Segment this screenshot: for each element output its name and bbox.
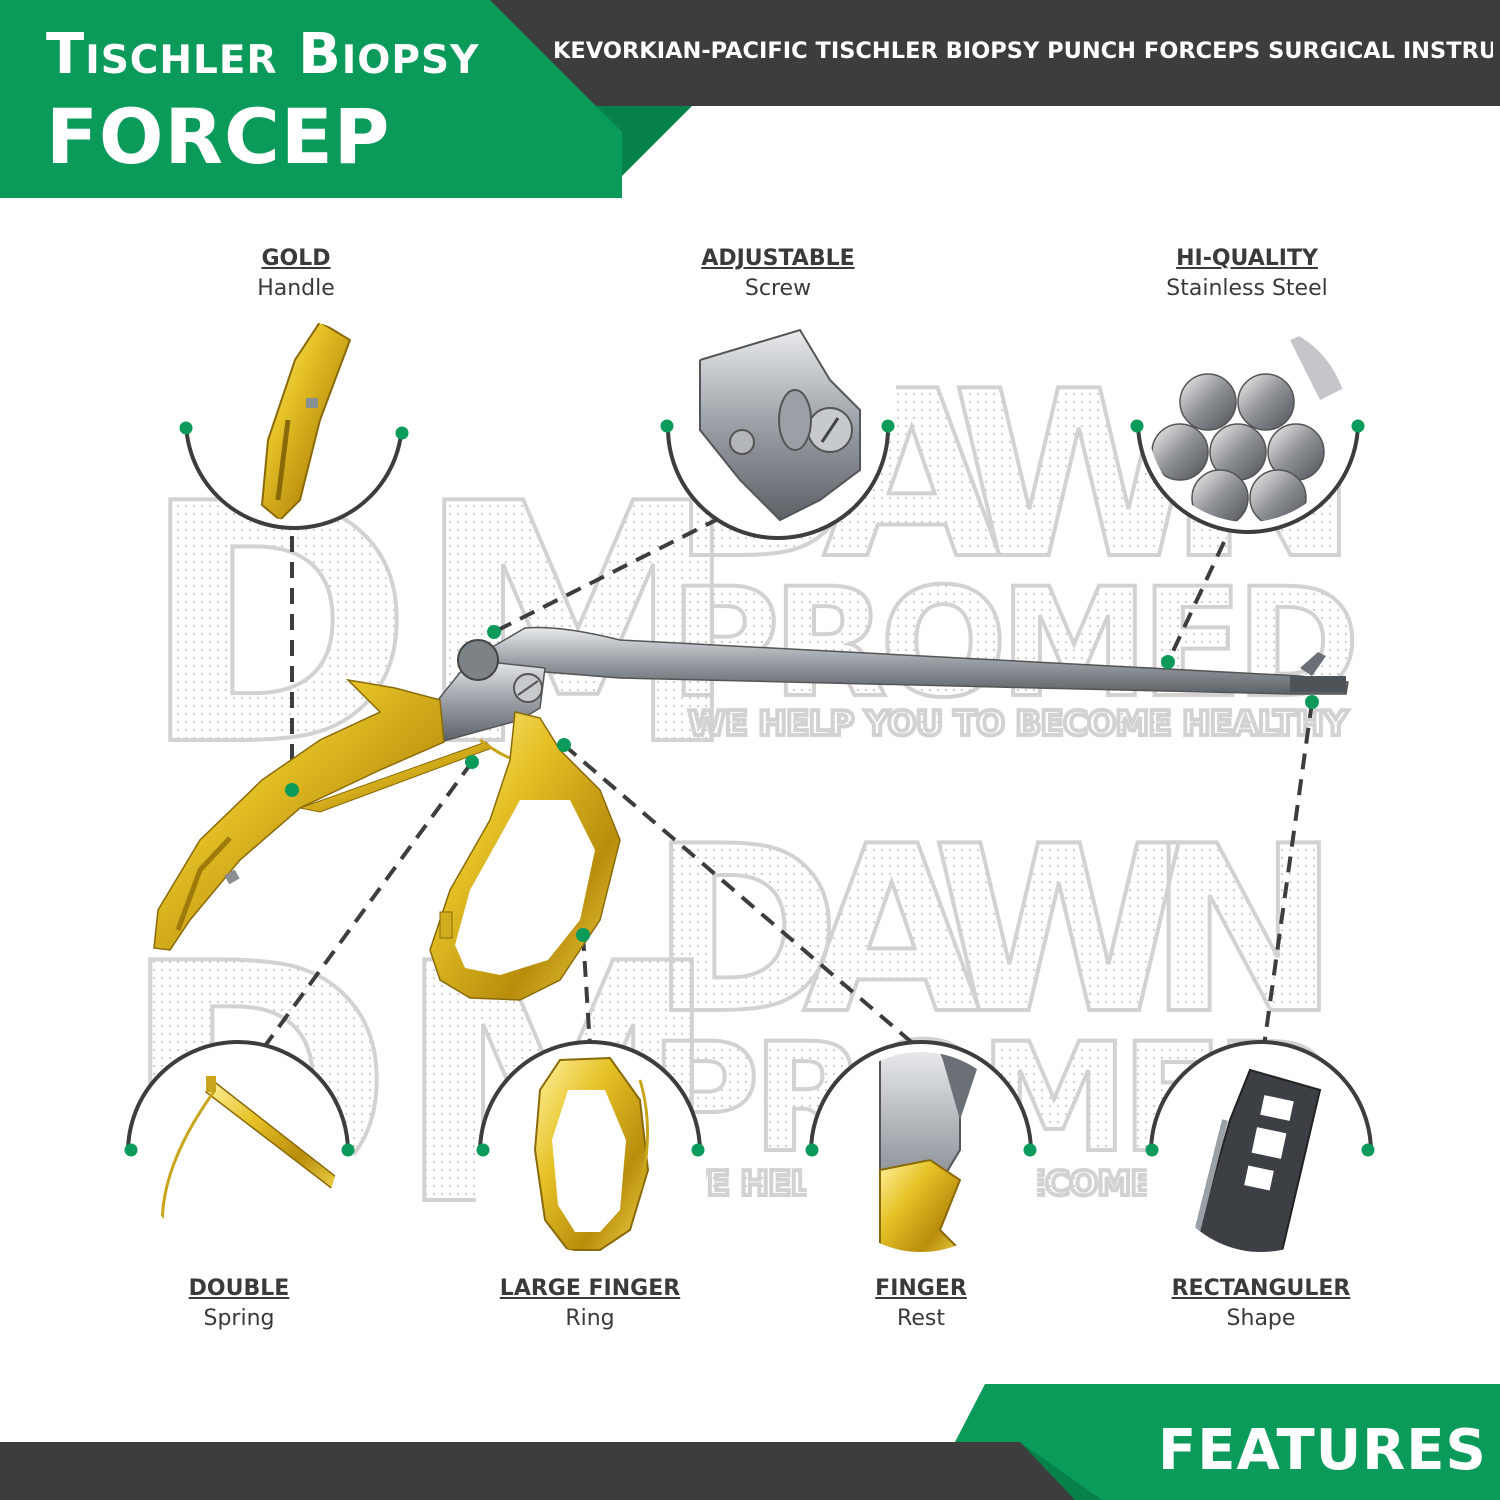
feature-label-double-spring: DOUBLE Spring <box>89 1274 389 1334</box>
adjustable-screw-closeup <box>699 328 861 522</box>
features-label: FEATURES <box>1158 1418 1487 1483</box>
gold-handle-closeup <box>260 320 352 520</box>
finger-ring-closeup <box>533 1056 650 1251</box>
feature-detail: Rest <box>897 1306 945 1331</box>
feature-title: LARGE FINGER <box>499 1276 681 1301</box>
header-bar <box>0 0 1500 198</box>
feature-detail: Ring <box>565 1306 615 1331</box>
footer-bar <box>0 1384 1500 1500</box>
feature-detail: Screw <box>744 276 812 301</box>
feature-title: GOLD <box>261 246 331 271</box>
feature-detail: Shape <box>1226 1306 1296 1331</box>
rectangular-jaw-closeup <box>1188 1068 1322 1252</box>
page-subtitle: KEVORKIAN-PACIFIC TISCHLER BIOPSY PUNCH … <box>553 38 1493 64</box>
steel-rods-closeup <box>1148 322 1348 522</box>
watermark-tagline-top: WE HELP YOU TO BECOME HEALTHY <box>688 704 1348 744</box>
forceps-illustration <box>153 626 1349 1001</box>
feature-title: DOUBLE <box>188 1276 290 1301</box>
watermark-brand-mid: DAWN <box>650 798 1340 1065</box>
feature-label-finger-ring: LARGE FINGER Ring <box>440 1274 740 1334</box>
feature-detail: Stainless Steel <box>1166 276 1328 301</box>
finger-rest-closeup <box>879 1052 980 1252</box>
feature-title: FINGER <box>875 1276 967 1301</box>
watermark-brand-bottom: PROMED <box>670 557 1360 731</box>
instrument-dots <box>285 625 1319 942</box>
page-title-line2: FORCEP <box>46 92 391 181</box>
feature-label-rectangular-shape: RECTANGULER Shape <box>1111 1274 1411 1334</box>
circle-side-dots <box>124 419 1375 1157</box>
feature-detail: Spring <box>203 1306 275 1331</box>
feature-title: ADJUSTABLE <box>701 246 855 271</box>
feature-label-adjustable-screw: ADJUSTABLE Screw <box>628 244 928 304</box>
feature-label-finger-rest: FINGER Rest <box>771 1274 1071 1334</box>
page-title-line1: Tischler Biopsy <box>46 22 480 87</box>
feature-detail: Handle <box>257 276 335 301</box>
leader-lines <box>260 516 1314 1052</box>
feature-label-stainless-steel: HI-QUALITY Stainless Steel <box>1097 244 1397 304</box>
feature-title: RECTANGULER <box>1171 1276 1351 1301</box>
feature-label-gold-handle: GOLD Handle <box>146 244 446 304</box>
feature-title: HI-QUALITY <box>1176 246 1318 271</box>
